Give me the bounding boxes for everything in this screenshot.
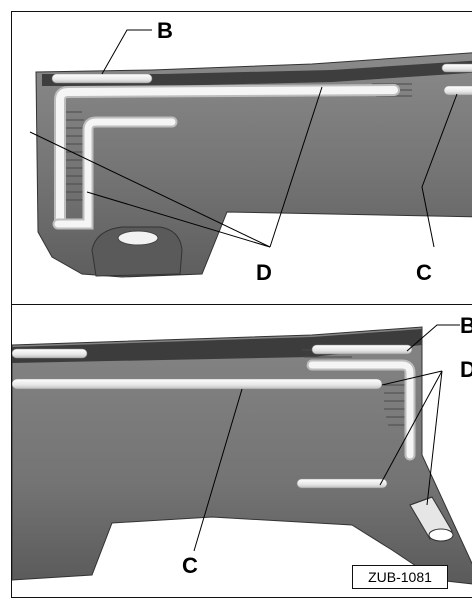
callout-c-bottom: C: [182, 553, 198, 578]
callout-b-bottom: B: [460, 313, 472, 338]
housing-top-lip: [12, 329, 422, 363]
pipe-b: [311, 344, 413, 355]
callout-b-top: B: [157, 18, 173, 43]
figure-reference-code: ZUB-1081: [352, 565, 448, 589]
housing-body: [12, 326, 472, 585]
callout-d-top: D: [256, 260, 272, 285]
boss-hole: [117, 230, 159, 246]
callout-c-top: C: [416, 260, 432, 285]
pipe-c: [12, 378, 383, 390]
top-panel: B D C: [11, 11, 472, 305]
housing-body: [35, 52, 472, 278]
mounting-cylinder: [409, 496, 454, 542]
pipe-b-right: [441, 63, 472, 73]
pipe-d-lower: [296, 478, 388, 489]
pipe-left-top: [12, 348, 88, 359]
leader-lines: [29, 29, 458, 248]
leader-lines: [193, 324, 460, 552]
mounting-boss: [91, 226, 183, 277]
pipe-b-top: [51, 73, 153, 84]
callout-d-bottom: D: [460, 357, 472, 382]
bottom-panel: B D C: [11, 304, 472, 598]
pipe-c: [443, 85, 472, 96]
